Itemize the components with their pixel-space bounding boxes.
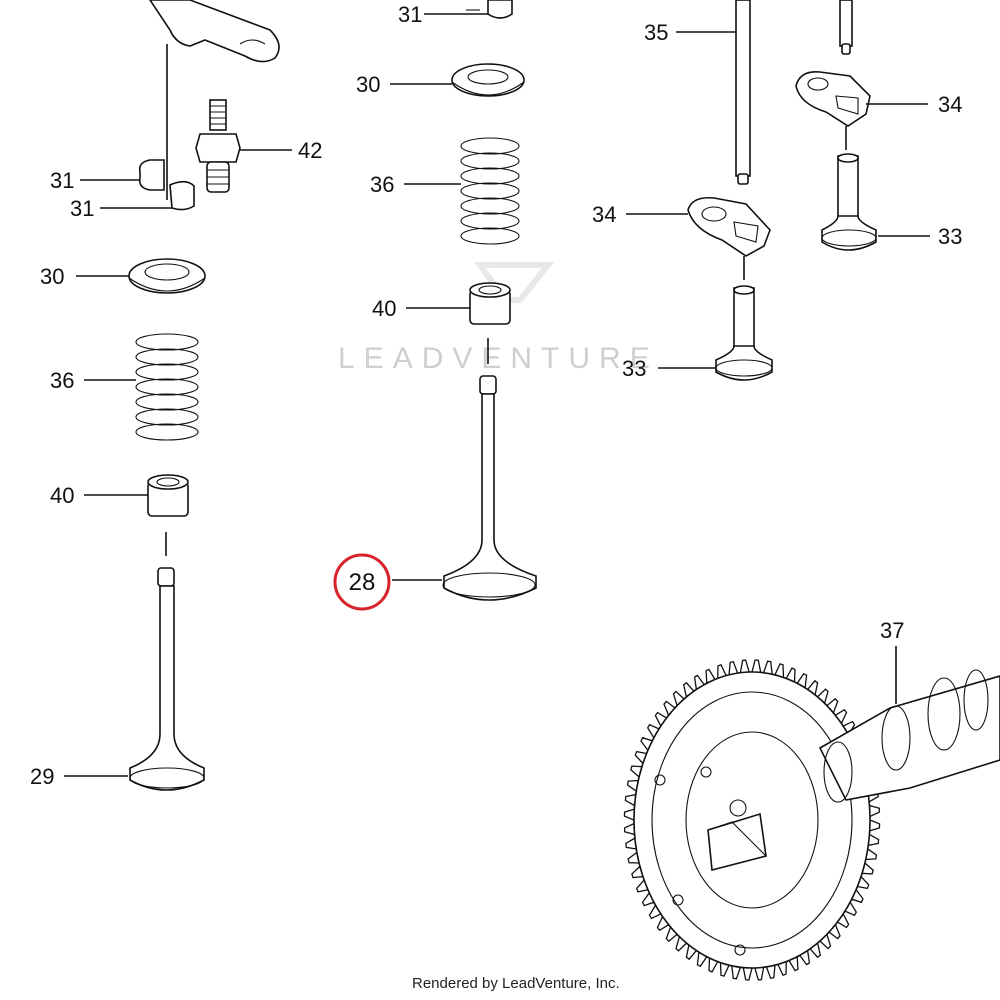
callout-29[interactable]: 29 bbox=[30, 764, 54, 789]
callout-31-left-b[interactable]: 31 bbox=[70, 196, 94, 221]
valve-lifter-right-part[interactable] bbox=[821, 153, 877, 251]
valve-stem-seal-left-part[interactable] bbox=[147, 474, 189, 517]
valve-lifter-mid-part[interactable] bbox=[715, 285, 773, 381]
callout-36-mid[interactable]: 36 bbox=[370, 172, 394, 197]
valve-keeper-top-part[interactable] bbox=[466, 0, 513, 19]
callout-42[interactable]: 42 bbox=[298, 138, 322, 163]
valve-stem-seal-mid-part[interactable] bbox=[469, 282, 511, 325]
callout-30-left[interactable]: 30 bbox=[40, 264, 64, 289]
spring-retainer-left-part[interactable] bbox=[128, 258, 206, 294]
valve-spring-left-part[interactable] bbox=[135, 333, 199, 441]
callout-33-mid[interactable]: 33 bbox=[622, 356, 646, 381]
callout-34-right[interactable]: 34 bbox=[938, 92, 962, 117]
callout-36-left[interactable]: 36 bbox=[50, 368, 74, 393]
camshaft-part[interactable] bbox=[818, 669, 1000, 803]
callout-40-left[interactable]: 40 bbox=[50, 483, 74, 508]
watermark-text: LEADVENTURE bbox=[338, 342, 659, 375]
callout-35[interactable]: 35 bbox=[644, 20, 668, 45]
highlighted-callout-28[interactable]: 28 bbox=[333, 553, 391, 611]
callout-40-mid[interactable]: 40 bbox=[372, 296, 396, 321]
rocker-arm-part[interactable] bbox=[149, 0, 280, 63]
intake-valve-part[interactable] bbox=[442, 375, 537, 601]
valve-keeper-left-part[interactable] bbox=[138, 159, 195, 211]
callout-31-left-a[interactable]: 31 bbox=[50, 168, 74, 193]
callout-28[interactable]: 28 bbox=[349, 569, 376, 596]
highlight-ring bbox=[333, 553, 391, 611]
exhaust-valve-part[interactable] bbox=[129, 567, 205, 791]
callout-33-right[interactable]: 33 bbox=[938, 224, 962, 249]
camshaft-gear-part[interactable] bbox=[623, 659, 881, 981]
push-rod-second-part[interactable] bbox=[839, 0, 853, 55]
lifter-guide-plate-right-part[interactable] bbox=[795, 70, 871, 127]
callout-30-mid[interactable]: 30 bbox=[356, 72, 380, 97]
callout-34-left[interactable]: 34 bbox=[592, 202, 616, 227]
callout-37[interactable]: 37 bbox=[880, 618, 904, 643]
callout-31-top[interactable]: 31 bbox=[398, 2, 422, 27]
credit-text: Rendered by LeadVenture, Inc. bbox=[412, 975, 620, 992]
push-rod-part[interactable] bbox=[735, 0, 751, 185]
valve-spring-mid-part[interactable] bbox=[460, 137, 520, 245]
spring-retainer-mid-part[interactable] bbox=[451, 63, 525, 97]
rocker-stud-part[interactable] bbox=[195, 99, 241, 193]
lifter-guide-plate-left-part[interactable] bbox=[687, 196, 771, 257]
